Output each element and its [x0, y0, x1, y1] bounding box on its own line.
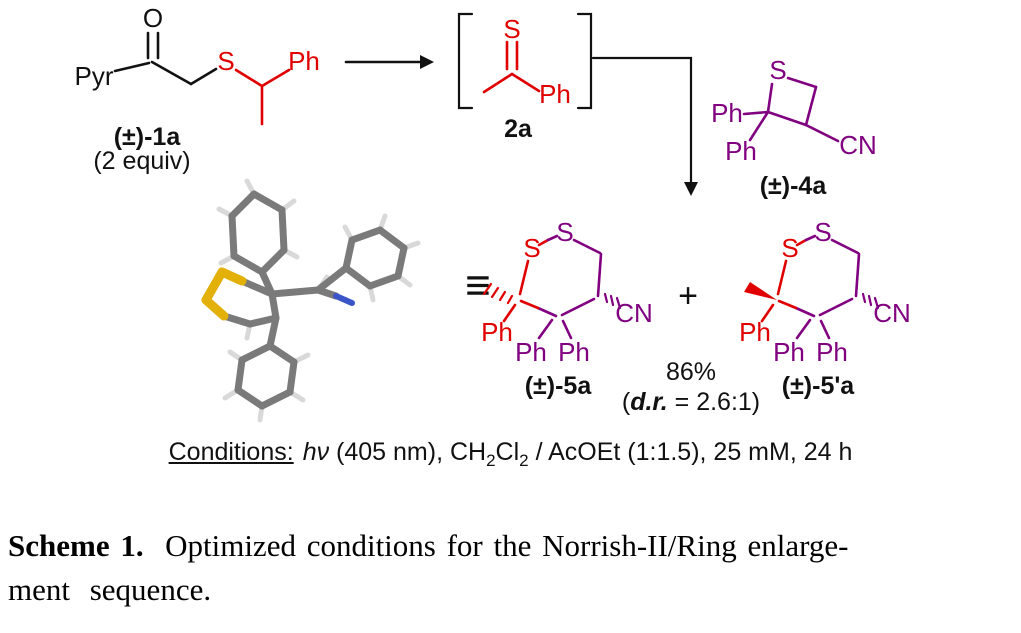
conditions-label: Conditions: [168, 438, 294, 466]
compound-5a-bonds [502, 234, 603, 340]
identity-symbol: ≡ [465, 261, 491, 310]
compound-5a-cn-hash [603, 292, 622, 310]
atom-Ph-red-5pa: Ph [739, 317, 771, 347]
right-bracket [576, 12, 593, 110]
yield-info: 86% (d.r. = 2.6:1) [622, 358, 760, 416]
compound-5a: S S Ph Ph Ph CN (±)-5a [481, 217, 653, 400]
scheme-drawing: O Pyr S Ph (±)-1a (2 equiv) S Ph 2a [75, 3, 911, 423]
xray-nitrogen-bond [333, 293, 355, 306]
atom-Ph-1a: Ph [288, 46, 320, 76]
plus-sign: + [678, 277, 698, 315]
atom-S-2a: S [503, 14, 520, 44]
atom-Ph-left-5a: Ph [515, 337, 547, 367]
atom-Pyr-1a: Pyr [75, 61, 114, 91]
atom-S-1a: S [217, 46, 234, 76]
compound-5pa-bonds [760, 234, 861, 340]
conditions-sub1: 2 [486, 451, 496, 470]
conditions-hv: hν [302, 438, 330, 466]
compound-5a-label: (±)-5a [525, 372, 593, 400]
atom-Ph-red-5a: Ph [481, 317, 513, 347]
caption-text1: Optimized conditions for the Norrish-II/… [143, 528, 849, 563]
atom-CN-5a: CN [615, 298, 653, 328]
left-bracket [457, 12, 474, 110]
caption-text2: ment sequence. [8, 572, 212, 607]
conditions-part2: Cl [495, 438, 520, 466]
atom-Ph-left-5pa: Ph [773, 337, 805, 367]
compound-4a: S Ph Ph CN (±)-4a [711, 55, 877, 200]
atom-S-right-5a: S [556, 217, 573, 247]
scheme-caption: Scheme 1. Optimized conditions for the N… [8, 524, 1013, 612]
caption-title: Scheme 1. [8, 528, 144, 563]
dr-text: (d.r. = 2.6:1) [622, 388, 760, 416]
compound-5pa: S S Ph Ph Ph CN (±)-5'a [739, 217, 911, 400]
compound-1a: O Pyr S Ph (±)-1a (2 equiv) [75, 3, 320, 175]
compound-1a-bonds [113, 31, 291, 126]
compound-5pa-cn-hash [861, 292, 880, 310]
compound-4a-label: (±)-4a [760, 172, 828, 200]
atom-O-1a: O [143, 3, 163, 33]
atom-Ph-right-5a: Ph [558, 337, 590, 367]
atom-S-right-5pa: S [814, 217, 831, 247]
conditions-sub2: 2 [519, 451, 529, 470]
compound-5pa-label: (±)-5'a [782, 372, 856, 400]
xray-hydrogens [216, 178, 421, 423]
xray-carbon-skeleton [220, 190, 408, 410]
atom-S-left-5a: S [523, 233, 540, 263]
atom-Ph-right-5pa: Ph [816, 337, 848, 367]
compound-5pa-methyl-wedge [744, 282, 777, 300]
conditions-part3: / AcOEt (1:1.5), 25 mM, 24 h [528, 438, 853, 466]
atom-S-4a: S [769, 55, 786, 85]
yield-percent: 86% [666, 358, 716, 386]
reaction-arrow [344, 55, 434, 69]
conditions-part1: (405 nm), CH [329, 438, 487, 466]
compound-1a-equiv: (2 equiv) [93, 147, 190, 175]
atom-S-left-5pa: S [781, 233, 798, 263]
compound-4a-bonds [742, 76, 840, 143]
atom-CN-4a: CN [839, 130, 877, 160]
compound-2a-bonds [482, 40, 541, 94]
compound-1a-label: (±)-1a [114, 123, 182, 151]
compound-5a-methyl-hash [482, 282, 514, 305]
compound-2a-bracketed: S Ph 2a [457, 12, 593, 143]
atom-Ph-bottom-4a: Ph [725, 136, 757, 166]
atom-Ph-top-4a: Ph [711, 98, 743, 128]
xray-structure [201, 178, 421, 423]
compound-2a-label: 2a [504, 115, 533, 143]
elbow-arrow [591, 56, 698, 196]
conditions-line: Conditions:hν (405 nm), CH2Cl2 / AcOEt (… [0, 438, 1021, 471]
xray-sulfur-bonds [201, 267, 247, 321]
atom-CN-5pa: CN [873, 298, 911, 328]
atom-Ph-2a: Ph [539, 79, 571, 109]
